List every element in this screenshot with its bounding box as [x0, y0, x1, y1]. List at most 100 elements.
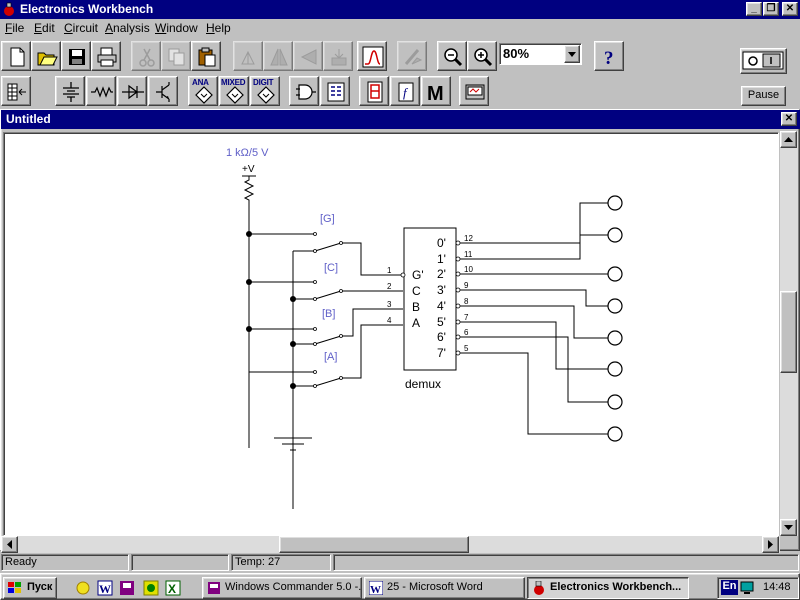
- transistors-bin-button[interactable]: [148, 76, 178, 106]
- scroll-right-button[interactable]: [762, 536, 779, 553]
- circuit-window-close-button[interactable]: ✕: [781, 112, 797, 126]
- output-probe-3[interactable]: [607, 298, 623, 314]
- schematic-canvas[interactable]: 1 kΩ/5 V +V [G] [C] [B] [A] 1 2 3 4 G' C…: [3, 132, 779, 536]
- output-probe-7[interactable]: [607, 426, 623, 442]
- pin-label-c: C: [412, 284, 421, 298]
- pause-button[interactable]: Pause: [741, 86, 786, 106]
- taskbar: Пуск W X Windows Commander 5.0 -... W 25…: [0, 573, 800, 600]
- digital-blocks-bin-button[interactable]: [320, 76, 350, 106]
- switch-b: [314, 308, 403, 345]
- favorites-bin-icon: [7, 83, 26, 101]
- minimize-button[interactable]: _: [746, 2, 762, 16]
- chevron-down-icon[interactable]: [564, 45, 580, 63]
- restore-button[interactable]: ❐: [763, 2, 779, 16]
- task-windows-commander[interactable]: Windows Commander 5.0 -...: [202, 577, 362, 599]
- scroll-down-button[interactable]: [780, 519, 797, 536]
- mixed-ics-bin-button[interactable]: MIXED: [219, 76, 249, 106]
- component-properties-button[interactable]: [397, 41, 427, 71]
- output-probe-6[interactable]: [607, 394, 623, 410]
- start-button[interactable]: Пуск: [3, 577, 57, 599]
- copy-button[interactable]: [161, 41, 191, 71]
- graph-button[interactable]: [357, 41, 387, 71]
- menu-window[interactable]: Window: [155, 21, 198, 35]
- pin-number-4: 4: [387, 316, 392, 325]
- status-bar: Ready Temp: 27: [0, 552, 800, 572]
- output-probe-4[interactable]: [607, 330, 623, 346]
- display-icon[interactable]: [740, 580, 754, 595]
- scroll-up-button[interactable]: [780, 131, 797, 148]
- pin-label-b: B: [412, 300, 420, 314]
- scissors-icon: [139, 48, 155, 67]
- cut-button[interactable]: [131, 41, 161, 71]
- diodes-bin-button[interactable]: [117, 76, 147, 106]
- favorites-bin-button[interactable]: [1, 76, 31, 106]
- flip-vertical-button[interactable]: [293, 41, 323, 71]
- zoom-select[interactable]: 80%: [499, 43, 582, 65]
- save-button[interactable]: [61, 41, 91, 71]
- flip-horizontal-button[interactable]: [263, 41, 293, 71]
- close-button[interactable]: ✕: [782, 2, 798, 16]
- output-probe-2[interactable]: [607, 266, 623, 282]
- quicklaunch-app-icon[interactable]: [143, 580, 159, 596]
- logic-gates-bin-button[interactable]: [289, 76, 319, 106]
- zoom-out-button[interactable]: [437, 41, 467, 71]
- controls-bin-button[interactable]: f: [390, 76, 420, 106]
- vertical-scroll-thumb[interactable]: [780, 291, 797, 373]
- quicklaunch-workbench-icon[interactable]: [119, 580, 135, 596]
- clipboard-icon: [198, 47, 216, 67]
- output-probe-5[interactable]: [607, 361, 623, 377]
- task-microsoft-word[interactable]: W 25 - Microsoft Word: [364, 577, 525, 599]
- demux-chip-body: [403, 227, 457, 371]
- analog-ics-bin-button[interactable]: ANA: [188, 76, 218, 106]
- out-number-10: 10: [464, 265, 473, 274]
- print-button[interactable]: [91, 41, 121, 71]
- instruments-bin-button[interactable]: [459, 76, 489, 106]
- rotate-icon: [241, 50, 255, 65]
- output-probe-0[interactable]: [607, 195, 623, 211]
- and-gate-icon: [296, 84, 316, 100]
- sources-bin-button[interactable]: [55, 76, 85, 106]
- quicklaunch-word-icon[interactable]: W: [97, 580, 113, 596]
- svg-text:W: W: [99, 582, 111, 596]
- power-switch-button[interactable]: [740, 48, 787, 74]
- output-probe-1[interactable]: [607, 227, 623, 243]
- menu-edit[interactable]: Edit: [34, 21, 55, 35]
- horizontal-scroll-thumb[interactable]: [279, 536, 469, 553]
- new-button[interactable]: [1, 41, 31, 71]
- menu-file[interactable]: File: [5, 21, 25, 35]
- menu-help[interactable]: Help: [206, 21, 231, 35]
- pin-number-2: 2: [387, 282, 392, 291]
- quicklaunch-commander-icon[interactable]: [75, 580, 91, 596]
- miscellaneous-bin-button[interactable]: M: [421, 76, 451, 106]
- vertical-scrollbar[interactable]: [780, 131, 798, 536]
- zoom-out-icon: [444, 48, 463, 67]
- basic-bin-button[interactable]: [86, 76, 116, 106]
- horizontal-scrollbar[interactable]: [1, 536, 780, 553]
- language-indicator[interactable]: En: [721, 580, 738, 595]
- quicklaunch-excel-icon[interactable]: X: [165, 580, 181, 596]
- rotate-button[interactable]: [233, 41, 263, 71]
- subcircuit-button[interactable]: [323, 41, 353, 71]
- app-title: Electronics Workbench: [20, 2, 154, 16]
- task-electronics-workbench[interactable]: Electronics Workbench...: [527, 577, 689, 599]
- status-temp: Temp: 27: [231, 554, 331, 571]
- scroll-left-button[interactable]: [1, 536, 18, 553]
- paste-button[interactable]: [191, 41, 221, 71]
- menu-analysis[interactable]: Analysis: [105, 21, 150, 35]
- indicators-bin-button[interactable]: [359, 76, 389, 106]
- svg-text:X: X: [168, 582, 176, 596]
- task-label: Windows Commander 5.0 -...: [225, 581, 362, 593]
- open-button[interactable]: [31, 41, 61, 71]
- out-pin-6: 6': [437, 330, 446, 344]
- zoom-in-button[interactable]: [467, 41, 497, 71]
- switch-c-label: [C]: [324, 262, 338, 274]
- word-icon: W: [369, 581, 383, 595]
- ground-symbol: [274, 388, 312, 451]
- workbench-icon: [534, 581, 544, 595]
- help-button[interactable]: ?: [594, 41, 624, 71]
- ground-bus: [292, 250, 315, 509]
- digital-chip-icon: [257, 86, 275, 104]
- digital-ics-bin-button[interactable]: DIGIT: [250, 76, 280, 106]
- menu-circuit[interactable]: Circuit: [64, 21, 99, 35]
- out-number-12: 12: [464, 234, 473, 243]
